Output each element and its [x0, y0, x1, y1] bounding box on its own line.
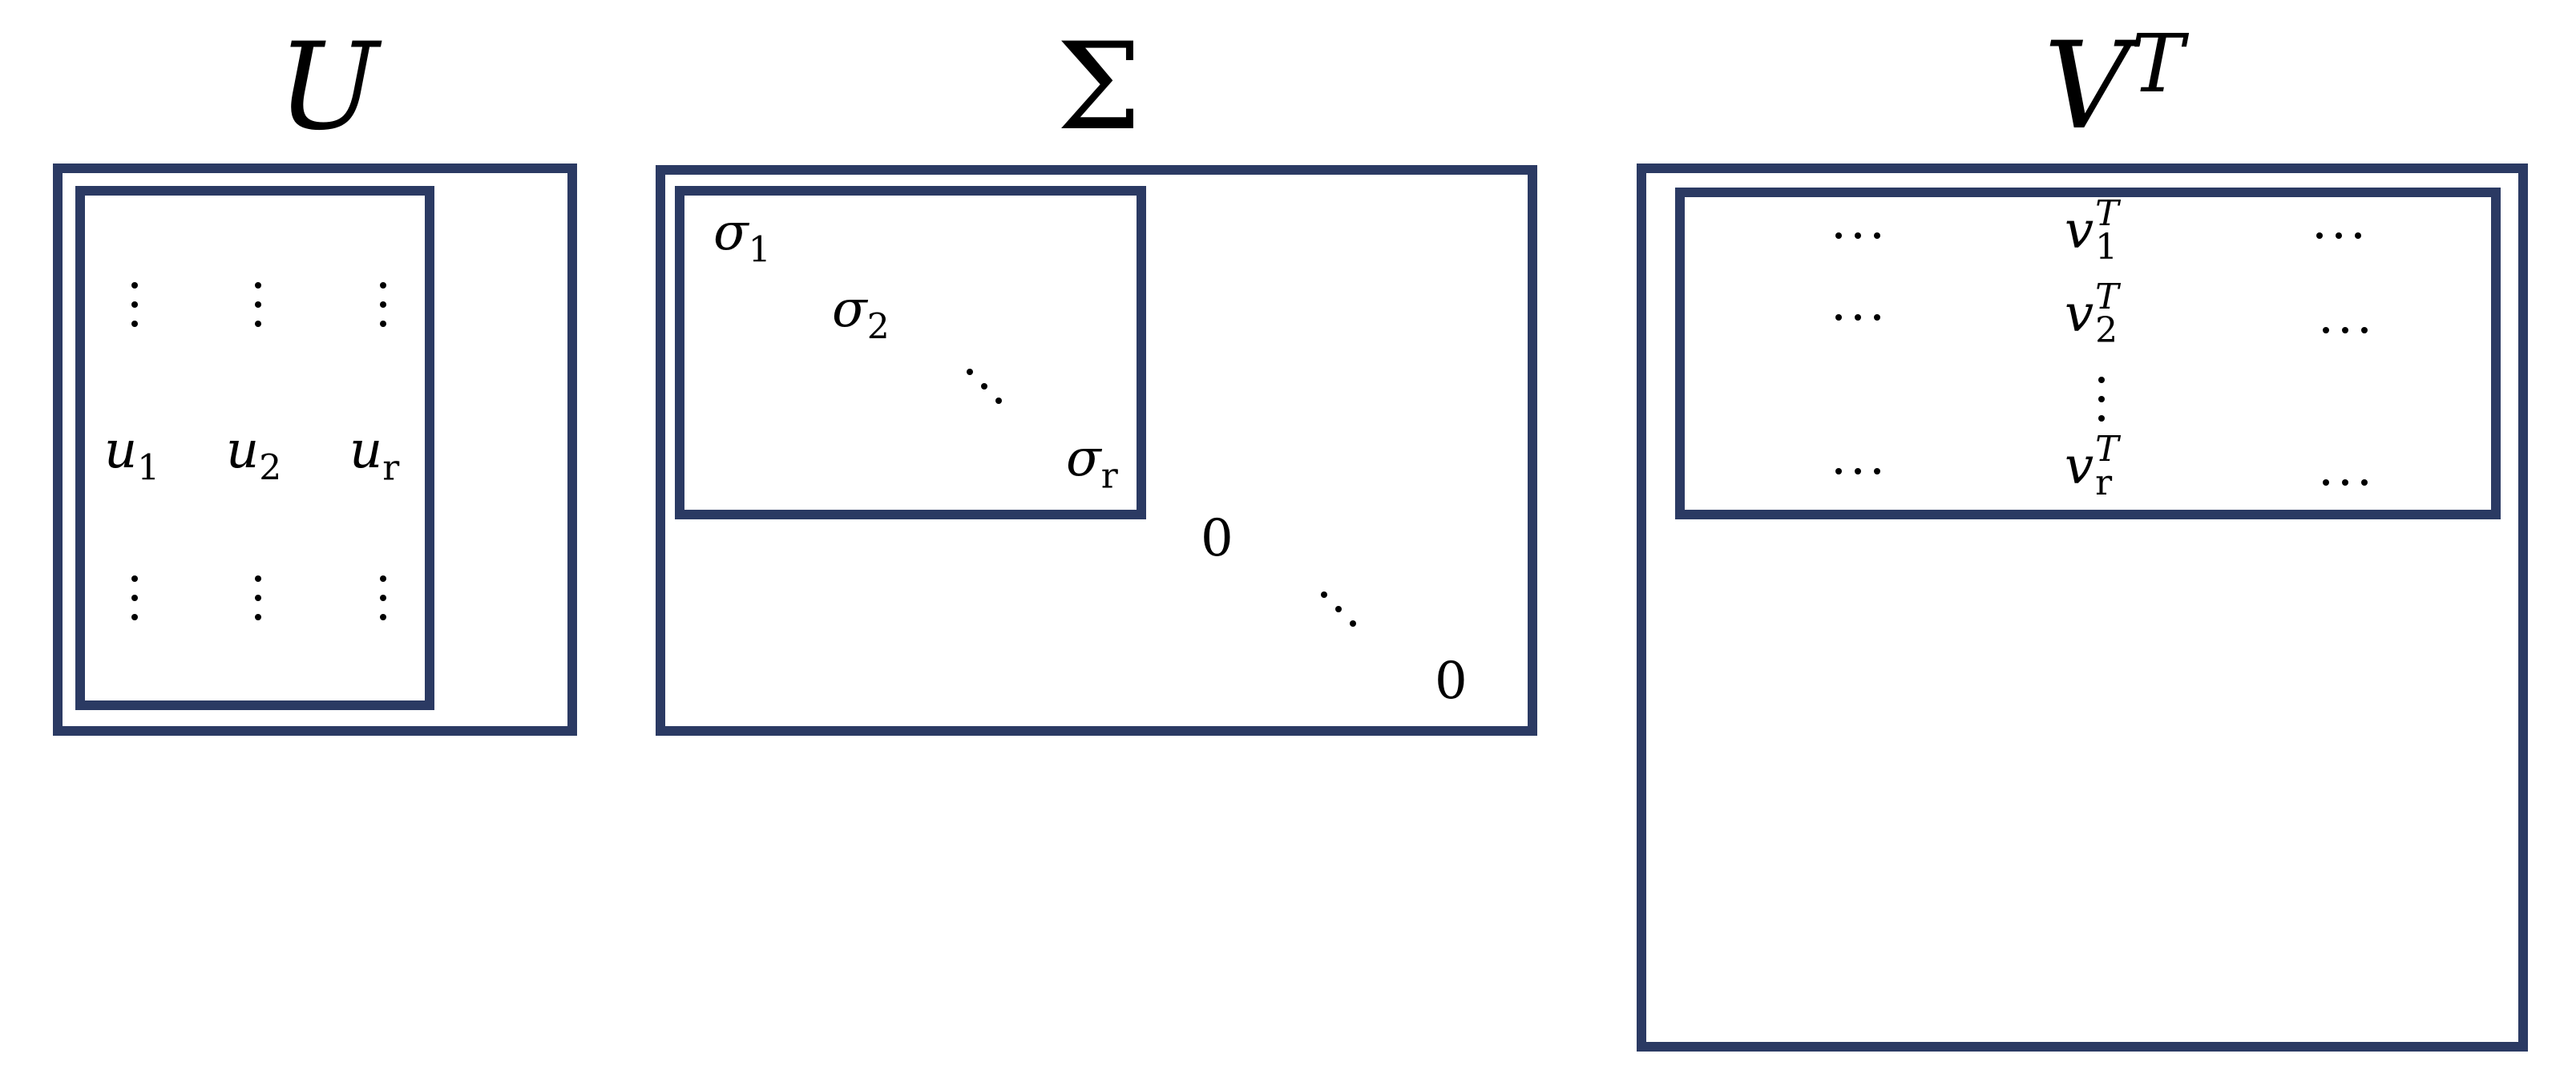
vt-row2-dots-left — [1835, 314, 1880, 321]
u-column-r: ur — [349, 421, 400, 489]
u-col3-vdots-top — [380, 282, 386, 330]
sigma-matrix-outer-box — [656, 165, 1537, 736]
vt-rowr-dots-right — [2323, 479, 2368, 486]
u-col2-vdots-bottom — [255, 575, 261, 624]
sigma-entry-1: σ1 — [713, 203, 771, 271]
vt-middle-vdots — [2098, 377, 2105, 425]
vt-row1-dots-right — [2316, 232, 2361, 239]
sigma-inner-diagonal-dots — [967, 369, 1002, 404]
sigma-entry-2: σ2 — [832, 280, 890, 348]
u-matrix-rank-box — [75, 186, 434, 710]
u-col1-vdots-bottom — [131, 575, 138, 624]
u-col1-vdots-top — [131, 282, 138, 330]
u-col2-vdots-top — [255, 282, 261, 330]
u-column-1: u1 — [104, 421, 160, 489]
u-matrix-outer-box — [53, 164, 577, 736]
sigma-outer-diagonal-dots — [1321, 591, 1356, 627]
vt-matrix-title: VT — [2044, 17, 2185, 156]
sigma-matrix-title: Σ — [1056, 18, 1142, 157]
u-matrix-title: U — [277, 18, 379, 157]
sigma-matrix-rank-box — [675, 186, 1146, 519]
sigma-zero-1: 0 — [1201, 509, 1233, 568]
vt-matrix-rank-box — [1675, 188, 2501, 519]
u-col3-vdots-bottom — [380, 575, 386, 624]
vt-row2-dots-right — [2323, 327, 2368, 333]
vt-rowr-dots-left — [1835, 468, 1880, 474]
u-column-2: u2 — [226, 421, 282, 489]
vt-matrix-outer-box — [1637, 164, 2528, 1052]
vt-row1-dots-left — [1835, 232, 1880, 239]
sigma-entry-r: σr — [1066, 429, 1118, 497]
sigma-zero-2: 0 — [1435, 652, 1468, 711]
